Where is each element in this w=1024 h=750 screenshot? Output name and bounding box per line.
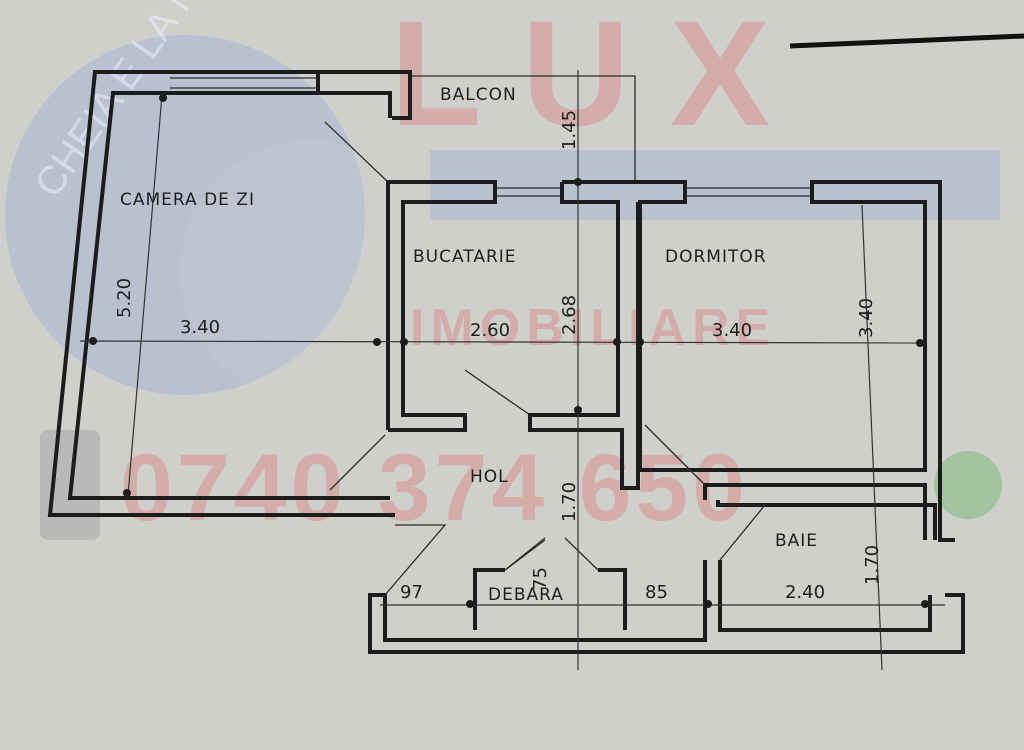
door-swing-bucatarie [464,369,531,416]
wall-baie-inner [718,560,932,632]
dim-dot [636,338,644,346]
dim-bucatarie-width: 2.60 [470,320,510,341]
wall-baie-top-inner [716,500,937,540]
dim-balcon-depth: 1.45 [559,110,580,150]
wall-debara-right [598,568,627,630]
dim-dot [373,338,381,346]
dim-line-horizontal [79,340,926,344]
dim-dot [921,600,929,608]
wall-dormitor [562,180,955,542]
dimension-lines [79,70,945,671]
dim-dot [916,339,924,347]
wall-debara-left [473,568,505,630]
dim-hol-length: 1.70 [559,482,580,522]
balcon-rail [410,75,636,182]
dim-line-camera [127,94,163,496]
room-label-debara: DEBARA [488,585,564,605]
watermark-group: CHEIA E LA NOI LUX IMOBILIARE 0740 374 6… [5,0,1024,541]
room-label-balcon: BALCON [440,85,517,105]
wall-baie-top [703,483,927,540]
door-swing-dormitor [644,424,706,486]
walls [47,70,965,654]
wall-camera-outer [47,70,412,517]
room-label-hol: HOL [470,467,509,487]
door-swing-debara-b [564,537,599,571]
dim-dot [123,489,131,497]
wall-camera-inner [67,72,390,500]
watermark-inner-circle [180,140,440,400]
watermark-brand: LUX [390,0,810,157]
dim-dot [400,338,408,346]
wall-bottom [368,560,965,654]
dim-dot [613,338,621,346]
dim-dot [159,94,167,102]
room-label-camera-de-zi: CAMERA DE ZI [120,190,255,210]
dim-baie-length: 1.70 [862,545,883,585]
door-swing-debara-a [504,537,546,571]
dim-dot [466,600,474,608]
whatsapp-icon [934,451,1002,519]
watermark-arrow [430,150,1000,220]
dimension-labels: 3.40 5.20 1.45 2.60 2.68 3.40 3.40 1.70 … [114,110,883,603]
dim-hol-right: 85 [645,582,668,603]
room-label-dormitor: DORMITOR [665,247,767,267]
balcon-door-swing [324,121,389,183]
dim-dormitor-length: 3.40 [856,298,877,338]
wall-bucatarie [386,180,497,432]
room-label-bucatarie: BUCATARIE [413,247,517,267]
dim-dot [89,337,97,345]
room-labels: CAMERA DE ZI BALCON BUCATARIE DORMITOR H… [120,85,818,605]
wall-camera-stub [318,91,392,118]
dim-camera-length: 5.20 [114,278,135,318]
door-swing-camera [329,434,386,491]
dim-line-right [861,204,883,671]
door-swing-hol [384,524,447,596]
watermark-circle [5,35,365,395]
watermark-brand-sub: IMOBILIARE [410,299,776,357]
dim-debara-door: 75 [530,567,551,590]
dim-dormitor-width: 3.40 [712,320,752,341]
dim-baie-width: 2.40 [785,582,825,603]
north-line [789,33,1024,49]
dim-dot [574,178,582,186]
door-swing-baie [718,504,767,561]
dim-camera-width: 3.40 [180,317,220,338]
dim-hol-left: 97 [400,582,423,603]
dim-dot [574,406,582,414]
room-label-baie: BAIE [775,531,818,551]
dim-dot [704,600,712,608]
dim-bucatarie-length: 2.68 [559,295,580,335]
wall-bucatarie-right [528,182,640,490]
